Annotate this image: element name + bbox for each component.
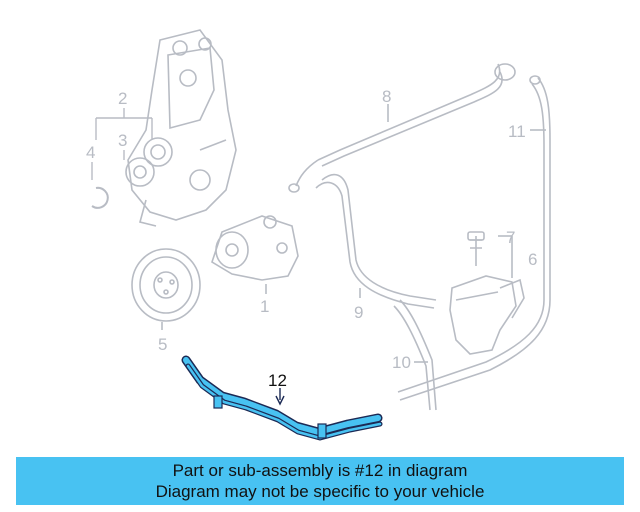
callout-3: 3 (118, 131, 127, 150)
power-steering-pump (211, 215, 299, 294)
part-info-banner: Part or sub-assembly is #12 in diagram D… (16, 457, 624, 505)
return-hose (393, 299, 437, 411)
engine-bracket (125, 29, 237, 227)
callout-6: 6 (528, 250, 537, 269)
callout-11: 11 (508, 122, 526, 141)
callout-8: 8 (382, 87, 391, 106)
banner-line-2: Diagram may not be specific to your vehi… (155, 482, 485, 501)
snap-ring (91, 186, 109, 209)
suction-hose (315, 173, 437, 309)
parts-diagram: 2 3 4 5 1 8 9 10 11 7 6 12 (86, 29, 551, 441)
banner-line-1: Part or sub-assembly is #12 in diagram (172, 461, 468, 480)
callout-7: 7 (506, 228, 515, 247)
long-hose (397, 75, 551, 401)
callout-9: 9 (354, 303, 363, 322)
callout-1: 1 (260, 297, 269, 316)
pulley (131, 248, 201, 330)
callout-2: 2 (118, 89, 127, 108)
pressure-line-part-12 (181, 355, 383, 441)
callout-4: 4 (86, 143, 95, 162)
callout-5: 5 (158, 335, 167, 354)
upper-hose (288, 63, 516, 193)
callout-10: 10 (392, 353, 411, 372)
callout-12: 12 (268, 371, 287, 390)
reservoir (449, 231, 525, 355)
